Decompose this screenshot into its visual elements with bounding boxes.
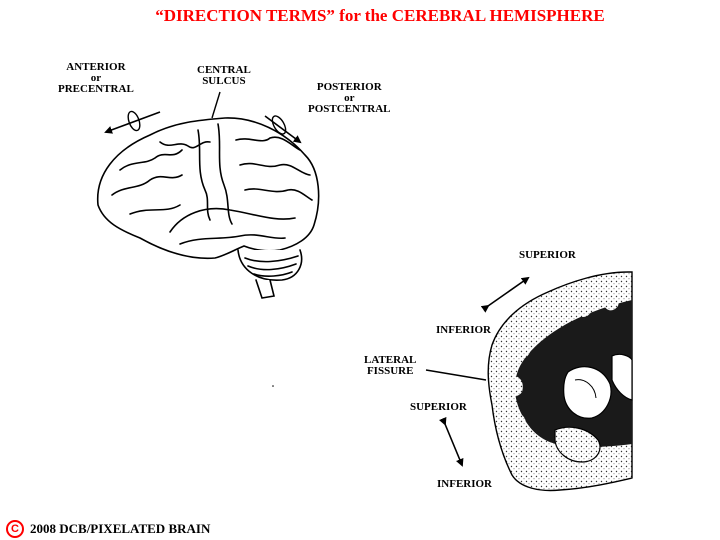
page-title: “DIRECTION TERMS” for the CEREBRAL HEMIS… bbox=[155, 6, 605, 25]
superior-top-label: SUPERIOR bbox=[519, 249, 576, 261]
coronal-section-drawing bbox=[487, 271, 633, 492]
copyright-text: 2008 DCB/PIXELATED BRAIN bbox=[30, 521, 211, 536]
superior-inferior-arrow-top bbox=[480, 276, 530, 313]
copyright-icon: C bbox=[6, 520, 24, 538]
posterior-arrow bbox=[264, 115, 302, 144]
posterior-label: POSTERIOR or POSTCENTRAL bbox=[308, 81, 391, 115]
central-sulcus-label: CENTRAL SULCUS bbox=[197, 64, 251, 87]
stray-dot bbox=[272, 385, 274, 387]
anterior-label: ANTERIOR or PRECENTRAL bbox=[58, 61, 134, 95]
lateral-fissure-label: LATERAL FISSURE bbox=[364, 354, 417, 377]
lateral-brain-drawing bbox=[96, 117, 320, 299]
central-sulcus-pointer bbox=[211, 91, 221, 119]
anterior-arrow bbox=[104, 110, 161, 134]
inferior-bottom-label: INFERIOR bbox=[437, 478, 493, 490]
lateral-fissure-pointer bbox=[425, 369, 487, 381]
superior-inferior-arrow-bottom bbox=[439, 416, 464, 467]
inferior-top-label: INFERIOR bbox=[436, 324, 492, 336]
superior-bottom-label: SUPERIOR bbox=[410, 401, 467, 413]
copyright-notice: C 2008 DCB/PIXELATED BRAIN bbox=[6, 520, 210, 538]
